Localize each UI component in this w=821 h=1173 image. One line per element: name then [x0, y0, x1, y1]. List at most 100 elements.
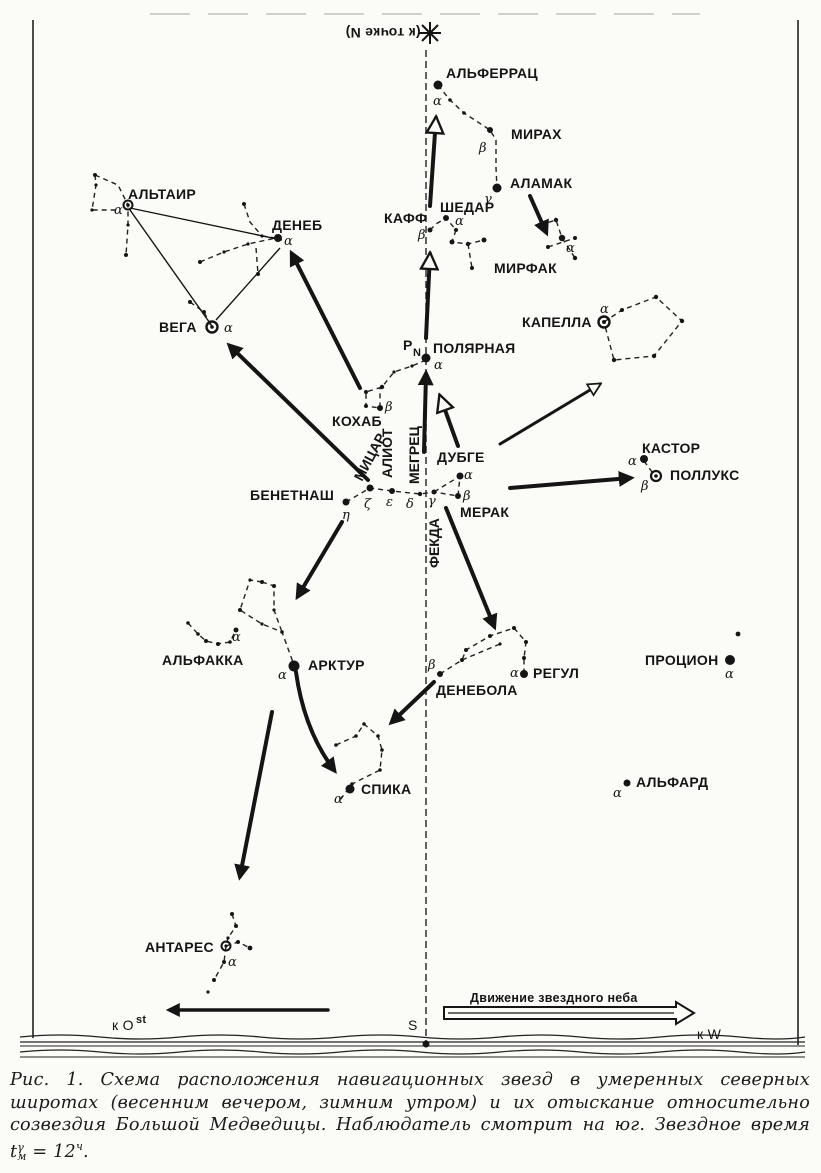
meridian-line — [422, 50, 430, 1048]
svg-text:α: α — [434, 358, 443, 373]
svg-text:β: β — [640, 479, 649, 494]
label-dubhe: ДУБГЕ — [437, 449, 485, 465]
star-mirach — [487, 127, 493, 133]
svg-text:α: α — [510, 666, 519, 681]
guide-arrows — [165, 118, 635, 1017]
svg-text:α: α — [628, 454, 637, 469]
star-vega — [205, 320, 219, 334]
caption-text: Рис. 1. Схема расположения навигационных… — [10, 1070, 810, 1135]
arrow-to-arcturus — [295, 520, 344, 601]
label-procyon: ПРОЦИОН — [645, 652, 719, 668]
ost-label: к O — [112, 1017, 134, 1033]
star-capella — [597, 315, 611, 329]
ost-sup: st — [136, 1014, 146, 1026]
star-castor — [640, 455, 648, 463]
arrow-to-spica — [294, 670, 337, 774]
pole-label: P N — [403, 337, 421, 359]
svg-text:α: α — [464, 468, 473, 483]
label-antares: АНТАРЕС — [145, 939, 214, 955]
svg-text:α: α — [114, 203, 123, 218]
star-deneb — [274, 234, 282, 242]
horizon — [19, 1034, 806, 1058]
arrow-to-deneb — [289, 249, 362, 390]
star-procyon — [725, 655, 735, 665]
star-alphard — [623, 779, 631, 787]
svg-text:ζ: ζ — [364, 497, 372, 512]
svg-text:α: α — [232, 630, 241, 645]
summer-triangle — [129, 207, 283, 327]
arrow-to-vega — [226, 342, 370, 482]
arrow-to-virgo — [388, 680, 436, 726]
motion-arrow — [443, 1000, 696, 1026]
north-star-icon — [419, 22, 441, 44]
svg-text:α: α — [455, 214, 464, 229]
arrow-to-alpheratz — [430, 118, 436, 208]
label-deneb: ДЕНЕБ — [272, 217, 322, 233]
star-polaris — [421, 353, 431, 363]
star-alioth — [389, 488, 395, 494]
label-capella: КАПЕЛЛА — [522, 314, 592, 330]
star-benetnash — [342, 498, 350, 506]
svg-text:β: β — [427, 658, 436, 673]
label-mirfak: МИРФАК — [494, 260, 557, 276]
figure-caption: Рис. 1. Схема расположения навигационных… — [10, 1069, 810, 1164]
star-regulus — [520, 670, 528, 678]
svg-text:η: η — [342, 508, 350, 523]
north-marker: (к точке N) — [345, 22, 441, 44]
svg-text:α: α — [600, 302, 609, 317]
arrow-to-pollux — [508, 470, 635, 490]
star-caph — [427, 227, 433, 233]
motion-label: Движение звездного неба — [470, 991, 638, 1005]
label-alphard: АЛЬФАРД — [636, 774, 708, 790]
direction-labels: к O st к W S Движение звездного неба — [112, 991, 722, 1042]
arrow-to-capella — [498, 384, 600, 446]
label-phecda: ФЕКДА — [426, 518, 442, 568]
label-alphecca: АЛЬФАККА — [162, 652, 243, 668]
svg-text:α: α — [334, 792, 343, 807]
star-kochab — [377, 405, 383, 411]
label-denebola: ДЕНЕБОЛА — [436, 682, 518, 698]
pole-p: P — [403, 337, 413, 353]
star-megrez — [417, 491, 423, 497]
arrow-to-caph — [426, 254, 430, 340]
stars — [90, 80, 741, 994]
star-alpheratz — [433, 80, 443, 90]
label-vega: ВЕГА — [159, 319, 197, 335]
label-caph: КАФФ — [384, 210, 427, 226]
star-alphecca — [233, 627, 239, 633]
svg-text:β: β — [384, 400, 393, 415]
svg-text:α: α — [284, 234, 293, 249]
pole-n: N — [413, 347, 421, 359]
north-label: (к точке N) — [345, 25, 420, 41]
label-merak: МЕРАК — [460, 504, 509, 520]
svg-text:α: α — [613, 786, 622, 801]
svg-text:β: β — [417, 228, 426, 243]
svg-text:α: α — [566, 241, 575, 256]
label-spica: СПИКА — [361, 781, 411, 797]
svg-text:δ: δ — [406, 497, 414, 512]
svg-text:α: α — [224, 321, 233, 336]
label-polaris: ПОЛЯРНАЯ — [433, 340, 516, 356]
star-mirfak — [558, 234, 566, 242]
frame — [32, 13, 799, 1045]
svg-text:ε: ε — [386, 495, 393, 510]
label-benetnash: БЕНЕТНАШ — [250, 487, 334, 503]
west-label: к W — [697, 1026, 722, 1042]
label-castor: КАСТОР — [642, 440, 700, 456]
star-antares — [220, 940, 232, 952]
greek-letters: α β γ α β α α α α α α β α β α β γ δ ε ζ … — [114, 94, 734, 970]
svg-text:γ: γ — [428, 494, 436, 509]
label-arcturus: АРКТУР — [308, 657, 365, 673]
label-kochab: КОХАБ — [332, 413, 382, 429]
star-almaak — [492, 183, 502, 193]
label-megrez: МЕГРЕЦ — [406, 425, 422, 484]
svg-text:β: β — [462, 489, 471, 504]
star-dubhe — [456, 472, 464, 480]
svg-text:β: β — [478, 141, 487, 156]
arrow-to-mirfak — [528, 194, 549, 237]
label-alioth: АЛИОТ — [379, 428, 395, 478]
label-schedar: ШЕДАР — [440, 199, 494, 215]
label-pollux: ПОЛЛУКС — [670, 467, 740, 483]
